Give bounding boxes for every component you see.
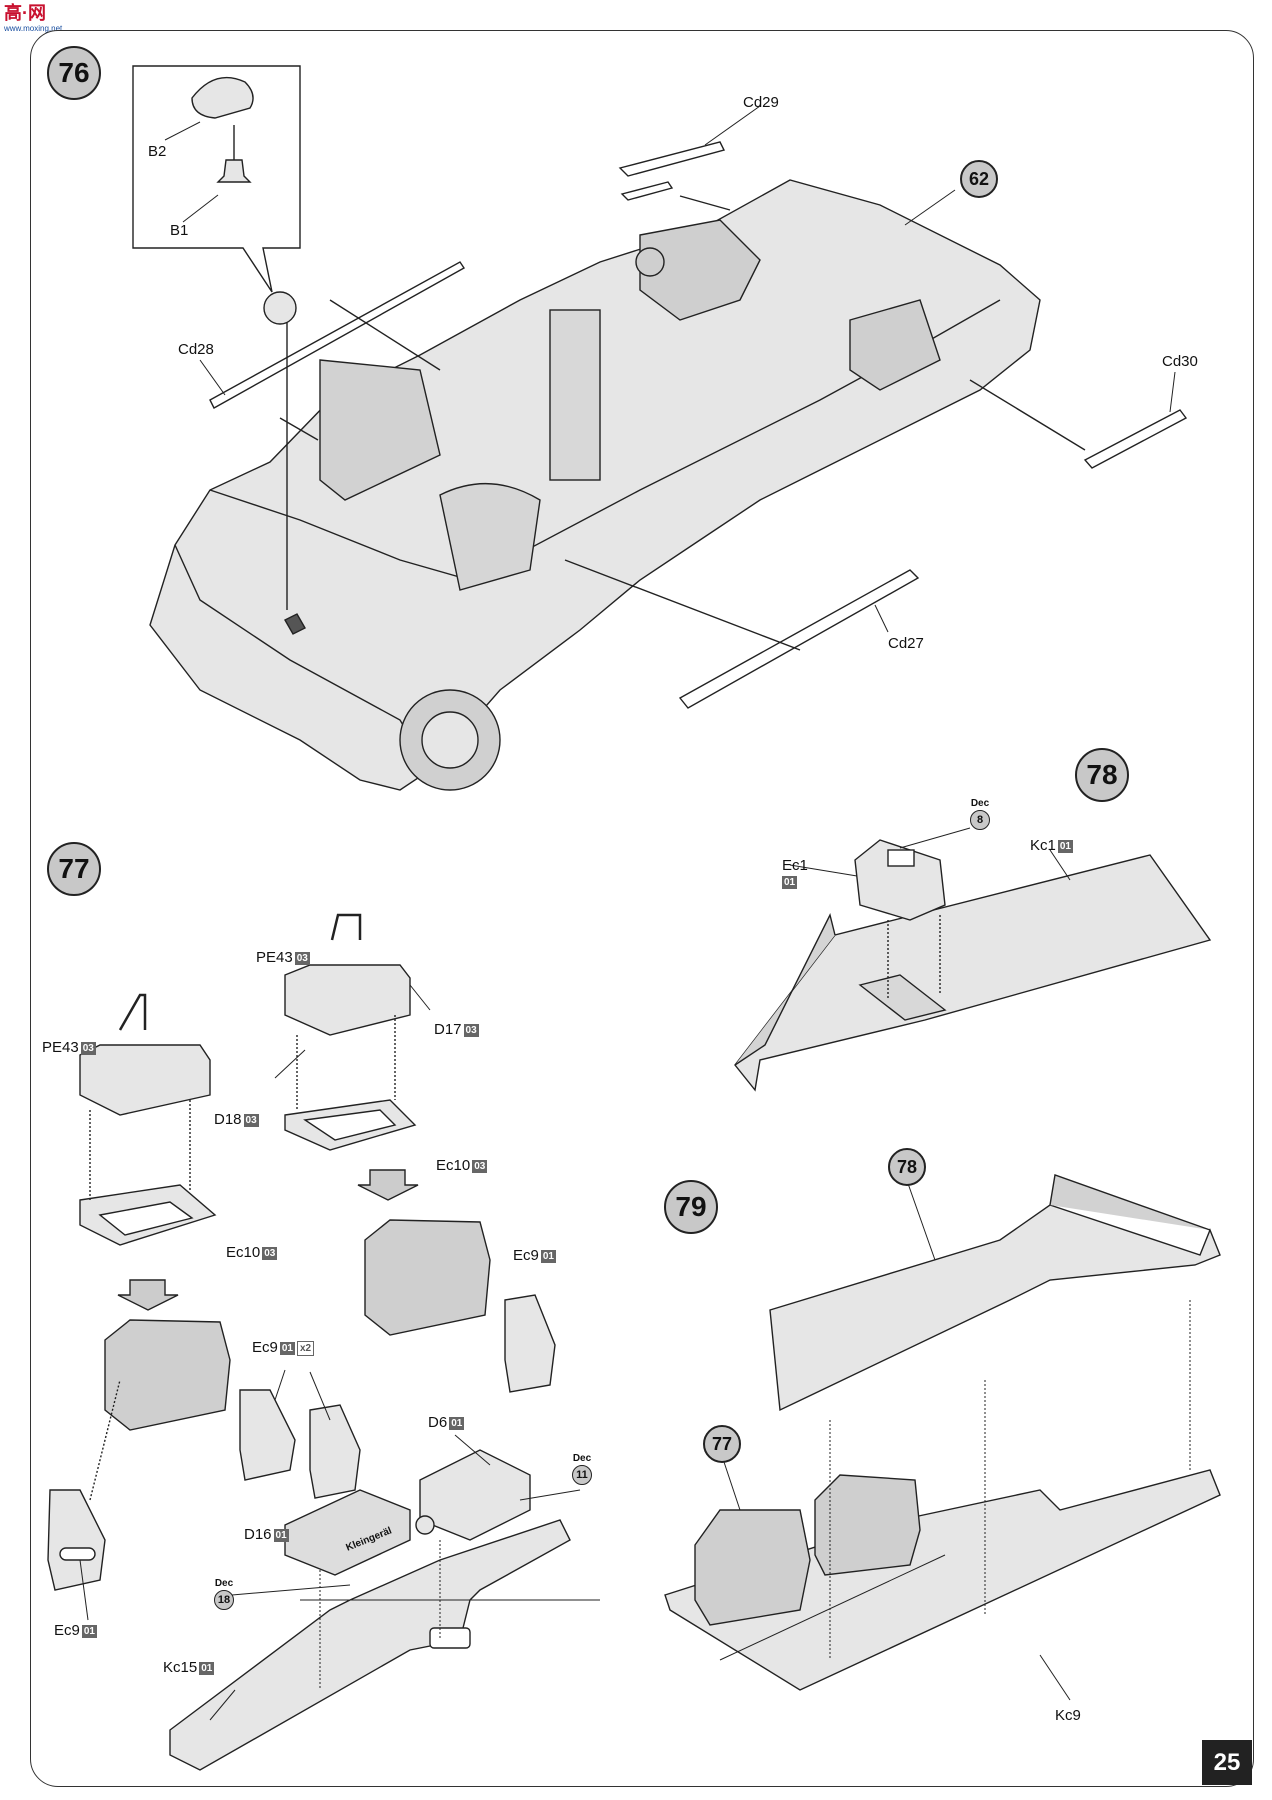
side-rails [209, 141, 1188, 709]
quantity-tag: x2 [296, 1340, 315, 1356]
step-number-78: 78 [1075, 748, 1129, 802]
part-label-b2: B2 [148, 143, 167, 160]
page-number: 25 [1202, 1740, 1252, 1785]
sprue-tag: 03 [472, 1159, 488, 1173]
part-label-b1: B1 [170, 222, 189, 239]
part-name: Ec9 [513, 1247, 539, 1264]
part-name: D6 [428, 1414, 448, 1431]
sprue-tag: 03 [80, 1041, 96, 1055]
decal-18: Dec 18 [214, 1578, 234, 1610]
part-label-kc9: Kc9 [1055, 1707, 1081, 1724]
decal-8: Dec 8 [970, 798, 990, 830]
sprue-tag: 01 [199, 1661, 215, 1675]
watermark-logo: 高·网 [4, 3, 46, 23]
sprue-tag: 01 [782, 875, 798, 889]
sprue-tag: 03 [463, 1023, 479, 1037]
sprue-tag: 01 [273, 1528, 289, 1542]
part-name: Ec10 [226, 1244, 261, 1261]
decal-word: Dec [214, 1578, 234, 1589]
part-name: Ec10 [436, 1157, 471, 1174]
batteries-installed [694, 1474, 921, 1626]
part-name: Ec9 [54, 1622, 80, 1639]
step-number-77: 77 [47, 842, 101, 896]
sprue-tag: 03 [262, 1246, 278, 1260]
sprue-tag: 01 [449, 1416, 465, 1430]
decal-word: Dec [970, 798, 990, 809]
page-frame [30, 30, 1254, 1787]
part-name: D18 [214, 1111, 242, 1128]
sprue-tag: 01 [81, 1624, 97, 1638]
part-name: PE43 [256, 949, 293, 966]
floor-plate-kc9 [664, 1469, 1221, 1691]
battery-assembly-right [284, 913, 491, 1336]
decal-number: 8 [970, 810, 990, 830]
part-name: D16 [244, 1526, 272, 1543]
watermark-url: www.moxing.net [4, 24, 63, 33]
part-label-cd30: Cd30 [1162, 353, 1198, 370]
part-name: D17 [434, 1021, 462, 1038]
decal-number: 11 [572, 1465, 592, 1485]
radio-box-d6 [415, 1449, 531, 1541]
decal-number: 18 [214, 1590, 234, 1610]
decal-11: Dec 11 [572, 1453, 592, 1485]
part-label-cd28: Cd28 [178, 341, 214, 358]
part-label-ec1: Ec1 01 [782, 858, 808, 890]
sprue-tag: 03 [243, 1113, 259, 1127]
part-label-cd29: Cd29 [743, 94, 779, 111]
ref-step-77: 77 [703, 1425, 741, 1463]
battery-assembly-left [47, 993, 231, 1591]
ref-step-62: 62 [960, 160, 998, 198]
step-number-79: 79 [664, 1180, 718, 1234]
part-name: Kc15 [163, 1659, 198, 1676]
decal-word: Dec [572, 1453, 592, 1464]
part-label-cd27: Cd27 [888, 635, 924, 652]
part-name: PE43 [42, 1039, 79, 1056]
box-d16 [284, 1489, 411, 1576]
sprue-tag: 01 [1057, 839, 1073, 853]
brackets-ec9 [239, 1294, 556, 1499]
panel-78-assembly [769, 1174, 1221, 1412]
ref-step-78: 78 [888, 1148, 926, 1186]
part-name: Ec1 [782, 857, 808, 874]
part-name: Kc1 [1030, 837, 1056, 854]
side-panel-kc1 [734, 839, 1212, 1092]
part-name: Ec9 [252, 1339, 278, 1356]
sprue-tag: 01 [540, 1249, 556, 1263]
sprue-tag: 01 [279, 1341, 295, 1355]
sprue-tag: 03 [294, 951, 310, 965]
step-number-76: 76 [47, 46, 101, 100]
hull-body [149, 179, 1041, 791]
inset-box-76 [132, 65, 301, 293]
